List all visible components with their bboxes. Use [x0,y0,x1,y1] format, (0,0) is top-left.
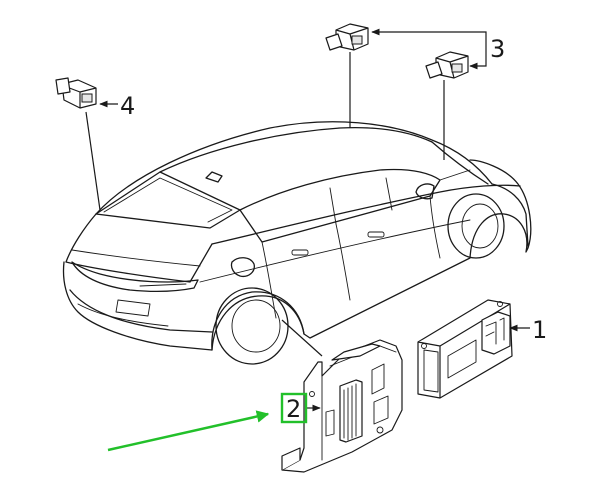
sensor-upper-icon [325,23,369,51]
callout-label-3: 3 [490,35,505,63]
highlight-box [280,392,308,424]
callout-label-1: 1 [532,316,547,344]
part-1-module [417,299,530,399]
green-pointer-arrow [107,410,270,452]
part-2-bracket [281,339,403,473]
callout-label-4: 4 [120,92,135,120]
car-illustration [62,121,532,365]
callout-label-2: 2 [286,395,301,423]
sensor-lower-icon [425,51,469,79]
part-3-sensors [325,23,487,160]
part-4-sensor [55,77,118,211]
sensor-rear-icon [55,77,97,109]
part-2-leader [281,319,323,357]
